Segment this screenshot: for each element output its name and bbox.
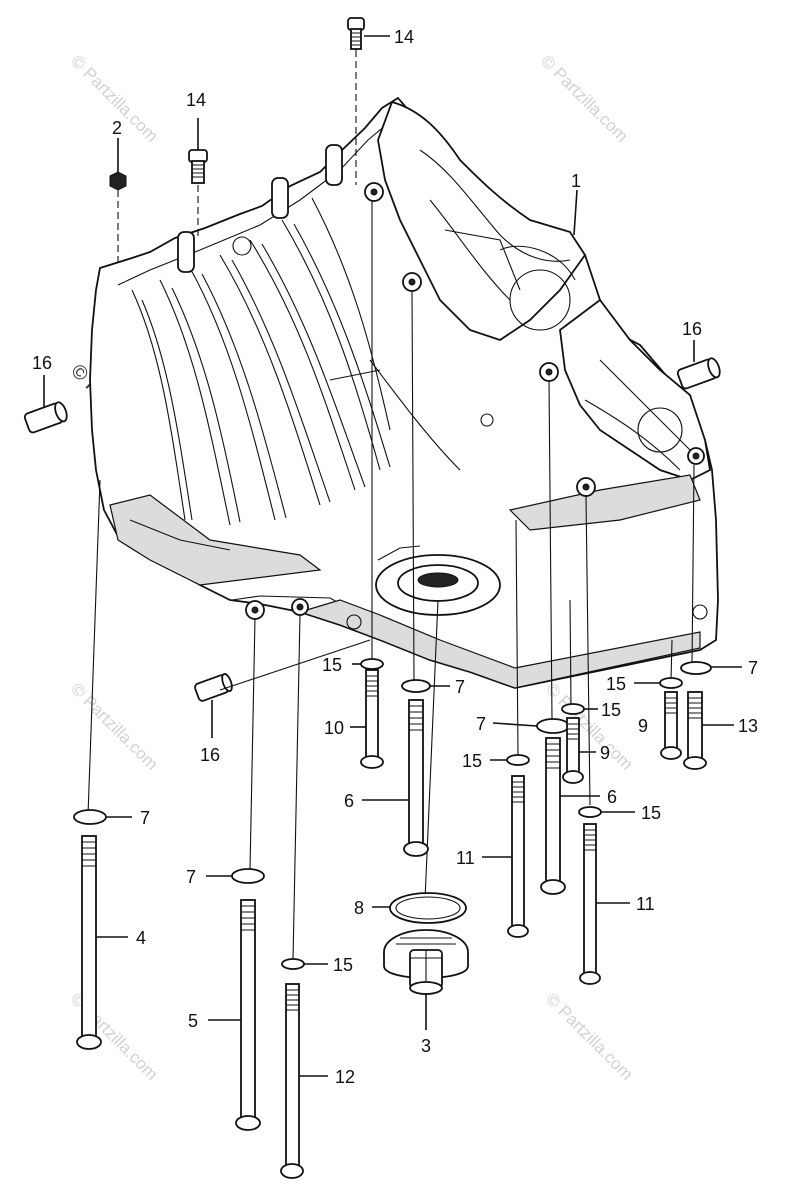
callout-label: 13 xyxy=(738,716,758,736)
bolt-6-right xyxy=(540,737,566,895)
washer-15 xyxy=(506,754,530,766)
bolt-11-left xyxy=(507,775,529,938)
watermark: © Partzilla.com xyxy=(67,679,161,773)
callout-label: 2 xyxy=(112,118,122,138)
watermark: © Partzilla.com xyxy=(537,51,631,145)
bolt-9-middle xyxy=(562,717,584,784)
callout-label: 14 xyxy=(186,90,206,110)
washer-7 xyxy=(231,868,265,884)
callout-label: 6 xyxy=(344,791,354,811)
bolt-11-right xyxy=(579,823,601,985)
alignment-lines xyxy=(87,50,695,961)
bolt-9-right xyxy=(660,691,682,760)
callout-label: 16 xyxy=(200,745,220,765)
callout-label: 9 xyxy=(638,716,648,736)
nut-2 xyxy=(109,171,127,191)
washer-7 xyxy=(73,809,107,825)
callout-label: 7 xyxy=(476,714,486,734)
callout-label: 15 xyxy=(606,674,626,694)
washer-7 xyxy=(680,661,712,675)
washer-15 xyxy=(281,958,305,970)
callout-label: 8 xyxy=(354,898,364,918)
callout-label: 7 xyxy=(140,808,150,828)
dowel-pin xyxy=(194,673,233,702)
callout-label: 16 xyxy=(32,353,52,373)
callout-label: 10 xyxy=(324,718,344,738)
washer-15 xyxy=(561,703,585,715)
watermark: © Partzilla.com xyxy=(542,989,636,1083)
bolt-14-top xyxy=(347,17,365,50)
washer-15 xyxy=(360,658,384,670)
washer-7 xyxy=(401,679,431,693)
bolt-6-left xyxy=(403,699,429,857)
callout-label: 15 xyxy=(333,955,353,975)
callout-label: 16 xyxy=(682,319,702,339)
drain-plug-3 xyxy=(383,929,469,995)
callout-label: 15 xyxy=(641,803,661,823)
callout-label: 11 xyxy=(636,894,655,914)
callout-label: 15 xyxy=(322,655,342,675)
dowel-pin xyxy=(676,357,721,390)
callout-label: 11 xyxy=(456,848,475,868)
washer-15 xyxy=(659,677,683,689)
bolt-14-left xyxy=(188,149,208,184)
leader-lines xyxy=(43,35,742,1077)
callout-label: 12 xyxy=(335,1067,355,1087)
washer-7 xyxy=(536,718,570,734)
callout-label: 4 xyxy=(136,928,146,948)
bolt-5 xyxy=(235,899,261,1131)
bolt-10 xyxy=(360,669,384,769)
callout-label: 15 xyxy=(462,751,482,771)
callout-labels: 14 14 2 1 16 16 16 15 7 10 6 7 15 15 9 6… xyxy=(32,27,758,1087)
o-ring-8 xyxy=(389,892,467,924)
dowel-pin xyxy=(23,401,68,434)
callout-label: 7 xyxy=(748,658,758,678)
callout-label: 1 xyxy=(571,171,581,191)
callout-label: 7 xyxy=(186,867,196,887)
bolt-12 xyxy=(280,983,304,1179)
callout-label: 9 xyxy=(600,743,610,763)
callout-label: 3 xyxy=(421,1036,431,1056)
callout-label: 14 xyxy=(394,27,414,47)
callout-label: 5 xyxy=(188,1011,198,1031)
bolt-13 xyxy=(683,691,707,770)
callout-label: 15 xyxy=(601,700,621,720)
crankcase-lower xyxy=(89,96,719,689)
callout-label: 7 xyxy=(455,677,465,697)
callout-label: 6 xyxy=(607,787,617,807)
washer-15 xyxy=(578,806,602,818)
